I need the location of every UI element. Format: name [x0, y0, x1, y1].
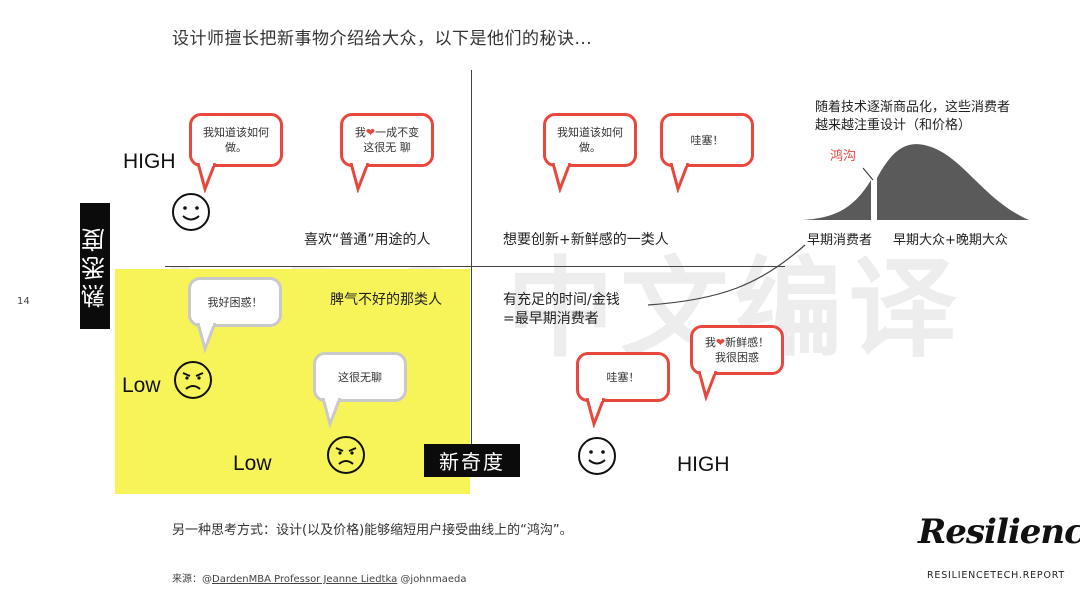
- source-credit: 来源：@DardenMBA Professor Jeanne Liedtka @…: [172, 570, 466, 585]
- speech-bubble-8: 我❤新鲜感！我很困惑: [690, 325, 784, 375]
- speech-bubble-6: 这很无聊: [313, 352, 407, 402]
- bubble-7-text: 哇塞！: [606, 370, 640, 384]
- speech-bubble-4: 哇塞！: [660, 113, 754, 167]
- bubble-3-text: 我知道该如何做。: [557, 126, 623, 154]
- resilience-logo: Resilience: [918, 512, 1080, 552]
- mass-market-curve-area: [877, 144, 1029, 220]
- early-adopter-curve-area: [803, 180, 871, 220]
- bubble-5-tail: [196, 323, 217, 353]
- bubble-4-tail: [669, 163, 690, 193]
- speech-bubble-7: 哇塞！: [576, 352, 670, 402]
- heart-icon: ❤: [715, 336, 726, 349]
- speech-bubble-1: 我知道该如何做。: [189, 113, 283, 167]
- angry-face-icon: [174, 361, 212, 399]
- heart-icon: ❤: [365, 126, 376, 139]
- early-consumer-label: 早期消费者: [807, 233, 873, 248]
- right-panel-text-line1: 随着技术逐渐商品化，这些消费者: [815, 100, 1011, 115]
- angry-face-icon: [327, 436, 365, 474]
- source-link[interactable]: DardenMBA Professor Jeanne Liedtka: [212, 574, 398, 585]
- vertical-axis-line: [471, 70, 472, 470]
- quadrant-bottom-right-line2: =最早期消费者: [503, 311, 599, 327]
- smiley-face-icon: [172, 193, 210, 231]
- adoption-curve: [803, 144, 1029, 220]
- quadrant-bottom-right-line1: 有充足的时间/金钱: [503, 292, 620, 308]
- horizontal-axis-line: [165, 266, 785, 267]
- page-number: 14: [17, 296, 30, 307]
- bubble-1-tail: [196, 163, 217, 193]
- bubble-2-text: 我❤一成不变 这很无 聊: [354, 126, 420, 154]
- smiley-face-icon: [578, 437, 616, 475]
- quadrant-top-right-label: 想要创新+新鲜感的一类人: [503, 232, 669, 248]
- bubble-1-text: 我知道该如何做。: [203, 126, 269, 154]
- bubble-8-text: 我❤新鲜感！我很困惑: [704, 336, 770, 364]
- x-low-label: Low: [233, 452, 272, 475]
- bubble-6-text: 这很无聊: [338, 370, 382, 384]
- source-prefix: 来源：@: [172, 574, 212, 585]
- bubble-7-tail: [585, 398, 606, 428]
- bubble-2-tail: [349, 163, 370, 193]
- x-axis-label: 新奇度: [424, 444, 520, 477]
- y-low-label: Low: [122, 374, 161, 397]
- logo-url[interactable]: RESILIENCETECH.REPORT: [927, 570, 1066, 581]
- bubble-6-tail: [321, 398, 342, 428]
- chasm-label: 鸿沟: [830, 149, 857, 164]
- right-panel-text-line2: 越来越注重设计（和价格）: [815, 118, 972, 133]
- speech-bubble-5: 我好困惑！: [188, 277, 282, 327]
- bubble-5-text: 我好困惑！: [207, 295, 263, 309]
- bubble-8-tail: [697, 371, 718, 401]
- x-high-label: HIGH: [677, 453, 730, 476]
- y-high-label: HIGH: [123, 150, 176, 173]
- quadrant-top-left-label: 喜欢“普通”用途的人: [304, 232, 431, 248]
- speech-bubble-3: 我知道该如何做。: [543, 113, 637, 167]
- mass-market-label: 早期大众+晚期大众: [893, 233, 1008, 248]
- bottom-caption: 另一种思考方式：设计(以及价格)能够缩短用户接受曲线上的“鸿沟”。: [172, 523, 573, 538]
- bubble-3-tail: [551, 163, 572, 193]
- bubble-4-text: 哇塞！: [690, 133, 724, 147]
- quadrant-bottom-left-label: 脾气不好的那类人: [330, 292, 442, 308]
- source-suffix: @johnmaeda: [397, 574, 467, 585]
- page-title: 设计师擅长把新事物介绍给大众，以下是他们的秘诀...: [172, 29, 593, 49]
- speech-bubble-2: 我❤一成不变 这很无 聊: [340, 113, 434, 167]
